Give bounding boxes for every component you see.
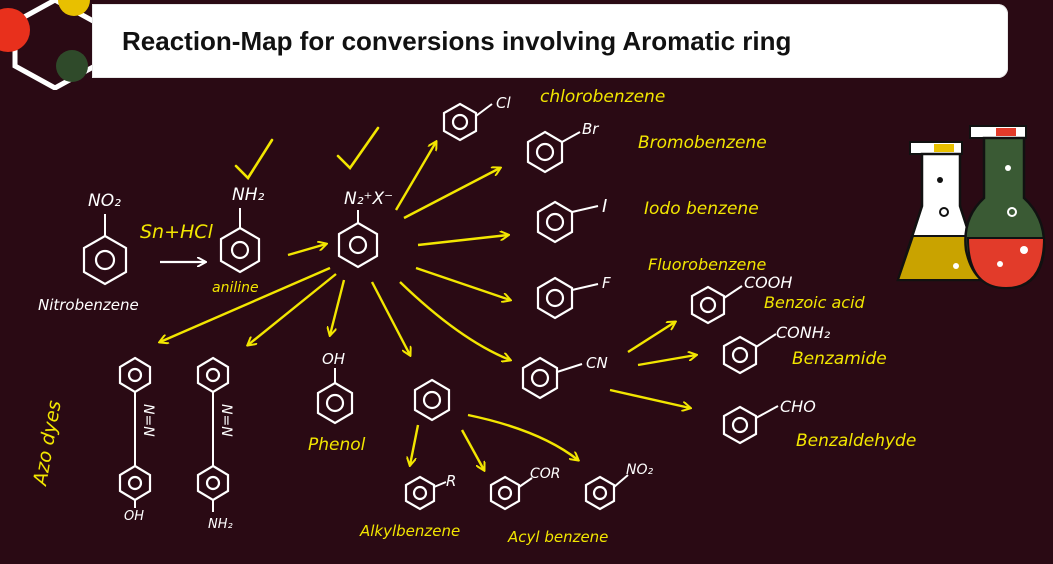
label-no2: NO₂ — [88, 191, 121, 211]
label-i: I — [602, 196, 607, 217]
label-cho: CHO — [780, 397, 816, 416]
logo-hexagon-icon — [0, 0, 98, 90]
benzene-ring-azo1-top — [118, 356, 152, 394]
label-cor: COR — [530, 466, 561, 482]
benzene-ring-alkylbenzene — [404, 475, 436, 511]
arrow-to-fluorobenzene — [415, 266, 510, 300]
label-bromobenzene: Bromobenzene — [638, 133, 767, 153]
label-acylbenzene: Acyl benzene — [507, 528, 608, 546]
arrow-to-azo-dyes-1 — [160, 266, 331, 342]
label-chlorobenzene: chlorobenzene — [540, 87, 665, 107]
benzene-ring-benzene — [413, 378, 451, 422]
arrow-cn-to-benzoic-acid — [627, 322, 675, 354]
label-conh2: CONH₂ — [776, 323, 831, 342]
benzene-ring-chlorobenzene — [442, 102, 478, 142]
label-phenol: Phenol — [308, 435, 366, 455]
arrow-to-cyanobenzene — [399, 281, 510, 360]
label-diazonium: N₂⁺X⁻ — [344, 189, 393, 209]
label-nitrobenzene: Nitrobenzene — [38, 296, 139, 314]
arrow-to-chlorobenzene — [394, 142, 436, 211]
benzene-ring-azo2-bottom — [196, 464, 230, 502]
label-alkylbenzene: Alkylbenzene — [359, 522, 460, 540]
arrow-to-bromobenzene — [403, 168, 500, 220]
arrow-to-phenol — [330, 279, 346, 335]
benzene-ring-benzoic-acid — [690, 285, 726, 325]
benzene-ring-benzaldehyde — [722, 405, 758, 445]
label-reagent: Sn+HCl — [140, 221, 214, 243]
arrow-cn-to-benzaldehyde — [609, 388, 690, 408]
label-no2-right: NO₂ — [626, 462, 653, 478]
label-benzamide: Benzamide — [792, 349, 887, 369]
arrow-to-azo-dyes-2 — [248, 273, 337, 345]
arrow-cn-to-benzamide — [637, 355, 696, 367]
arrow-to-acylbenzene — [460, 429, 484, 470]
label-cn: CN — [586, 354, 608, 372]
benzene-ring-nitrobenzene — [82, 234, 128, 286]
label-cooh: COOH — [744, 273, 792, 292]
arrow-to-benzene — [370, 281, 410, 355]
label-br: Br — [582, 120, 599, 138]
label-azo-nh2: NH₂ — [208, 517, 233, 532]
label-benzaldehyde: Benzaldehyde — [796, 431, 916, 451]
label-benzoic-acid: Benzoic acid — [764, 293, 866, 312]
title-bar: Reaction-Map for conversions involving A… — [92, 4, 1008, 78]
benzene-ring-fluorobenzene — [536, 276, 574, 320]
label-iodobenzene: Iodo benzene — [644, 199, 759, 219]
label-azo-n-n-1: N=N — [140, 404, 156, 437]
label-nh2: NH₂ — [232, 185, 265, 205]
label-azo-oh: OH — [124, 509, 144, 524]
benzene-ring-benzamide — [722, 335, 758, 375]
arrow-to-nitro-right — [467, 413, 578, 460]
arrow-aniline-to-diazonium — [287, 244, 326, 257]
check-mark-icon — [234, 138, 274, 181]
arrow-to-iodobenzene — [417, 235, 508, 247]
benzene-ring-nitro-right — [584, 475, 616, 511]
benzene-ring-acylbenzene — [489, 475, 521, 511]
benzene-ring-diazonium — [337, 221, 379, 269]
label-azo-dyes: Azo dyes — [29, 399, 66, 489]
benzene-ring-phenol — [316, 381, 354, 425]
benzene-ring-iodobenzene — [536, 200, 574, 244]
check-mark-icon — [336, 126, 380, 171]
label-azo-n-n-2: N=N — [218, 404, 234, 437]
benzene-ring-bromobenzene — [526, 130, 564, 174]
label-f: F — [602, 274, 611, 292]
label-oh: OH — [322, 350, 345, 368]
round-flask-icon — [964, 125, 1046, 290]
benzene-ring-cyanobenzene — [521, 356, 559, 400]
label-aniline: aniline — [212, 280, 259, 296]
page-title: Reaction-Map for conversions involving A… — [122, 26, 792, 56]
label-r: R — [446, 472, 456, 490]
benzene-ring-azo1-bottom — [118, 464, 152, 502]
benzene-ring-azo2-top — [196, 356, 230, 394]
label-fluorobenzene: Fluorobenzene — [648, 255, 766, 274]
label-cl: Cl — [496, 94, 511, 112]
arrow-to-alkylbenzene — [410, 424, 420, 465]
benzene-ring-aniline — [219, 226, 261, 274]
conical-flask-icon — [896, 141, 986, 282]
